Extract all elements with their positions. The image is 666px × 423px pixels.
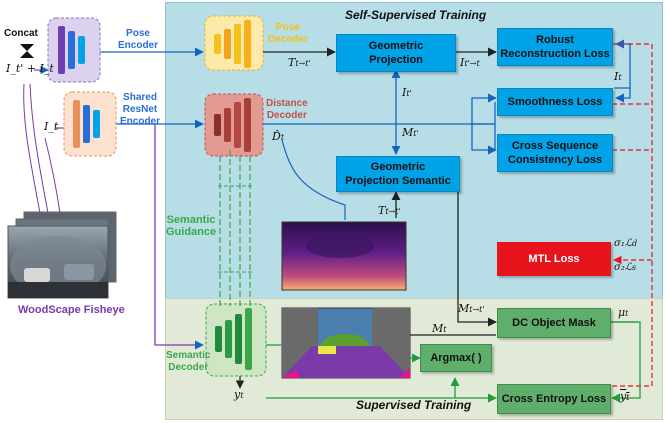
sigma-distance-symbol: σ₁ℒd — [614, 238, 638, 249]
smoothness-loss-node: Smoothness Loss — [497, 88, 613, 116]
semantic-decoder-label: Semantic Decoder — [166, 350, 211, 373]
pose-transform-symbol: Tt→t' — [288, 56, 311, 69]
geometric-projection-semantic-node: Geometric Projection Semantic — [336, 156, 460, 192]
concat-icon — [20, 44, 34, 58]
fisheye-images — [7, 211, 117, 299]
self-supervised-title: Self-Supervised Training — [345, 8, 487, 22]
distance-estimate-symbol: D̂t — [272, 130, 285, 143]
dataset-label: WoodScape Fisheye — [18, 304, 125, 316]
geometric-projection-node: Geometric Projection — [336, 34, 456, 72]
input-pair-label: I_t' + I_t — [6, 62, 54, 75]
warped-image-symbol: It'→t — [460, 56, 480, 69]
target-mask-symbol: Mt — [432, 322, 447, 335]
pose-decoder-label: Pose Decoder — [268, 22, 309, 45]
cross-sequence-loss-node: Cross Sequence Consistency Loss — [497, 134, 613, 172]
source-image-symbol: It' — [402, 86, 412, 99]
distance-decoder-label: Distance Decoder — [266, 98, 308, 121]
semantic-transform-symbol: Tt→t' — [378, 204, 401, 217]
semantic-guidance-label: Semantic Guidance — [166, 214, 217, 238]
supervised-title: Supervised Training — [356, 398, 472, 412]
robust-reconstruction-loss-node: Robust Reconstruction Loss — [497, 28, 613, 66]
concat-label: Concat — [4, 28, 38, 39]
mtl-loss-node: MTL Loss — [497, 242, 611, 276]
segmentation-image — [281, 307, 411, 379]
mu-symbol: μt — [618, 306, 629, 319]
target-image-symbol: It — [614, 70, 622, 83]
semantic-output-symbol: yt — [234, 388, 244, 401]
dc-object-mask-node: DC Object Mask — [497, 308, 611, 338]
shared-encoder-label: Shared ResNet Encoder — [120, 92, 161, 127]
input-single-label: I_t — [44, 120, 59, 133]
pose-encoder-label: Pose Encoder — [118, 28, 159, 51]
sigma-semantic-symbol: σ₂ℒs — [614, 262, 637, 273]
warped-mask-symbol: Mt→t' — [458, 302, 485, 315]
ground-truth-symbol: yt — [620, 390, 630, 403]
cross-entropy-loss-node: Cross Entropy Loss — [497, 384, 611, 414]
source-mask-symbol: Mt' — [402, 126, 419, 139]
argmax-node: Argmax( ) — [420, 344, 492, 372]
